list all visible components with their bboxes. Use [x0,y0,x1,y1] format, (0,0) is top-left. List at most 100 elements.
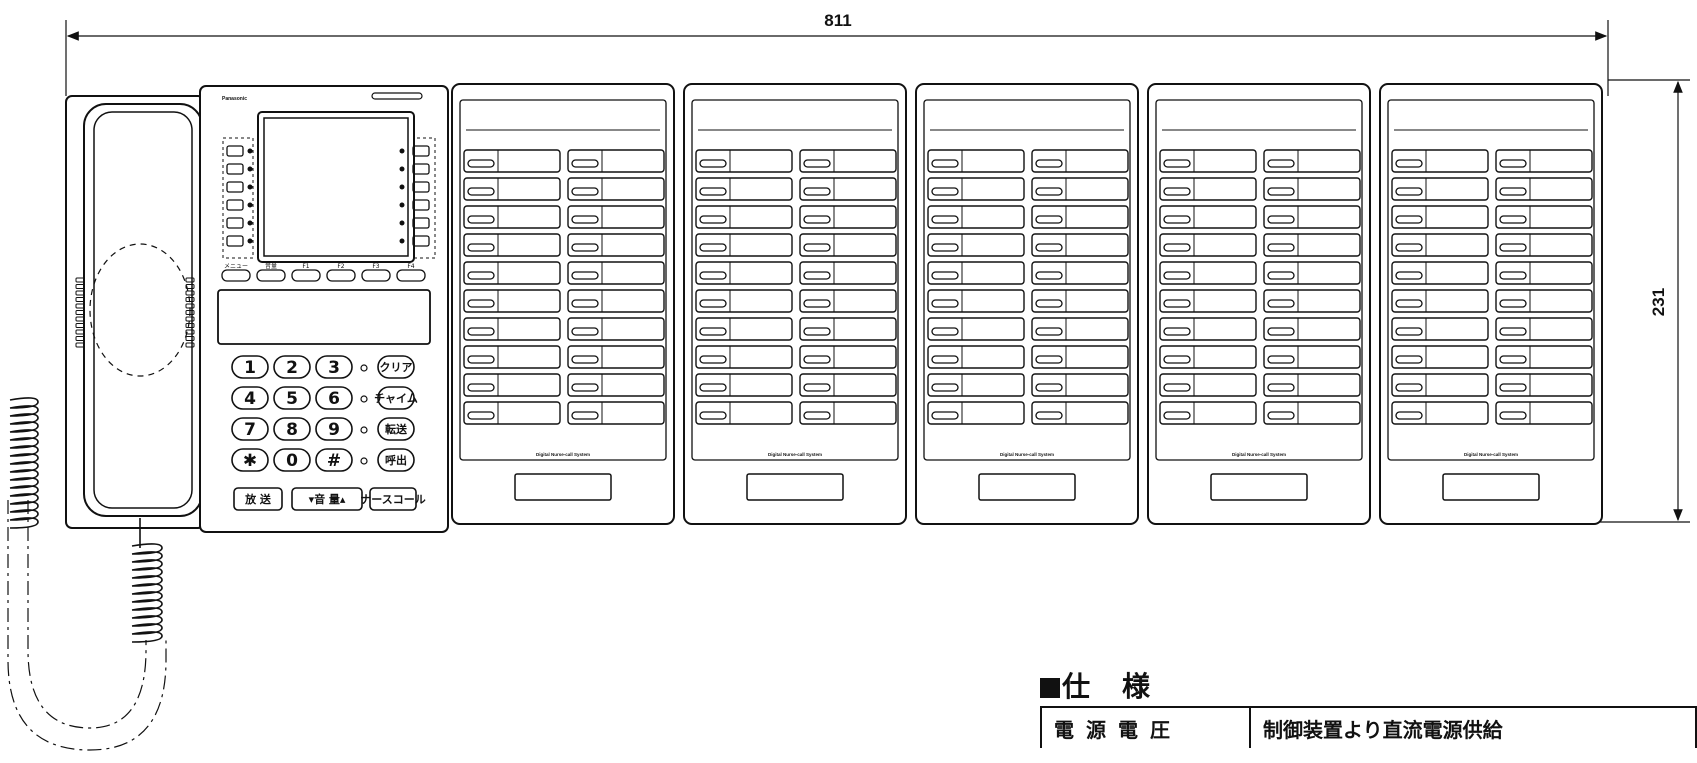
keypad-key [315,355,353,379]
indicator-dot [247,148,253,154]
keypad-key-label: 3 [328,358,340,378]
keypad-key [273,386,311,410]
led-icon [699,243,727,252]
module-key [1391,205,1489,229]
led-icon [1035,355,1063,364]
module-key [1263,233,1361,257]
expansion-module: Digital Nurse-call System [915,83,1139,525]
module-key [1159,373,1257,397]
module-key [799,205,897,229]
keypad-key [315,417,353,441]
indicator-dot [247,238,253,244]
led-icon [1499,355,1527,364]
led-icon [1163,383,1191,392]
keypad-key [231,417,269,441]
led-icon [803,355,831,364]
module-key [1495,205,1593,229]
module-key [1495,345,1593,369]
keypad-key-label: 9 [328,420,340,440]
module-key [1031,401,1129,425]
led-icon [1395,187,1423,196]
module-key [799,149,897,173]
module-key [1495,149,1593,173]
module-key [1031,373,1129,397]
screen-side-key-left [226,235,244,247]
led-icon [1163,159,1191,168]
led-icon [1267,243,1295,252]
led-icon [699,383,727,392]
led-icon [571,243,599,252]
function-key [291,269,321,282]
module-footer-label: Digital Nurse-call System [536,452,590,457]
led-icon [467,411,495,420]
module-panel [691,99,899,461]
led-icon [931,383,959,392]
module-key [1391,261,1489,285]
led-icon [467,187,495,196]
height-dimension: 231 [1580,79,1690,523]
function-key [221,269,251,282]
led-icon [803,327,831,336]
module-key [463,289,561,313]
bottom-key-label: 放 送 [244,492,272,506]
expansion-module: Digital Nurse-call System [451,83,675,525]
led-icon [699,187,727,196]
keypad-key [231,448,269,472]
keypad-key-label: 6 [328,389,340,409]
screen-side-key-left [226,145,244,157]
indicator-dot [399,238,405,244]
module-key [1159,401,1257,425]
module-key [463,177,561,201]
function-key-label: F3 [372,263,379,270]
led-icon [360,457,368,465]
module-key [567,373,665,397]
module-key [463,149,561,173]
led-icon [1035,383,1063,392]
led-icon [1395,411,1423,420]
width-dimension: 811 [65,11,1609,96]
module-key [799,289,897,313]
module-key [1159,177,1257,201]
led-icon [803,215,831,224]
module-panel [1387,99,1595,461]
led-icon [1499,243,1527,252]
led-icon [699,271,727,280]
module-key [927,149,1025,173]
led-icon [571,271,599,280]
led-icon [699,215,727,224]
function-key-label: F2 [337,263,344,270]
brand-logo: Panasonic [222,96,247,102]
module-key [567,177,665,201]
indicator-dot [247,202,253,208]
led-icon [1163,243,1191,252]
function-key-label: メニュー [224,263,248,270]
led-icon [467,383,495,392]
led-icon [1035,271,1063,280]
led-icon [1035,215,1063,224]
keypad-key [231,386,269,410]
led-icon [931,355,959,364]
led-icon [1395,215,1423,224]
led-icon [803,411,831,420]
module-footer-label: Digital Nurse-call System [1232,452,1286,457]
led-icon [467,159,495,168]
led-icon [1395,243,1423,252]
side-key [377,386,415,410]
led-icon [467,299,495,308]
led-icon [699,411,727,420]
expansion-module: Digital Nurse-call System [1147,83,1371,525]
keypad-key [273,448,311,472]
led-icon [1499,299,1527,308]
led-icon [803,383,831,392]
module-key [799,233,897,257]
module-key [1159,317,1257,341]
side-key-label: 転送 [385,422,408,436]
keypad-key [231,355,269,379]
module-key [695,177,793,201]
screen-side-key-right [412,199,430,211]
module-key [1391,345,1489,369]
led-icon [467,243,495,252]
keypad-key [315,386,353,410]
